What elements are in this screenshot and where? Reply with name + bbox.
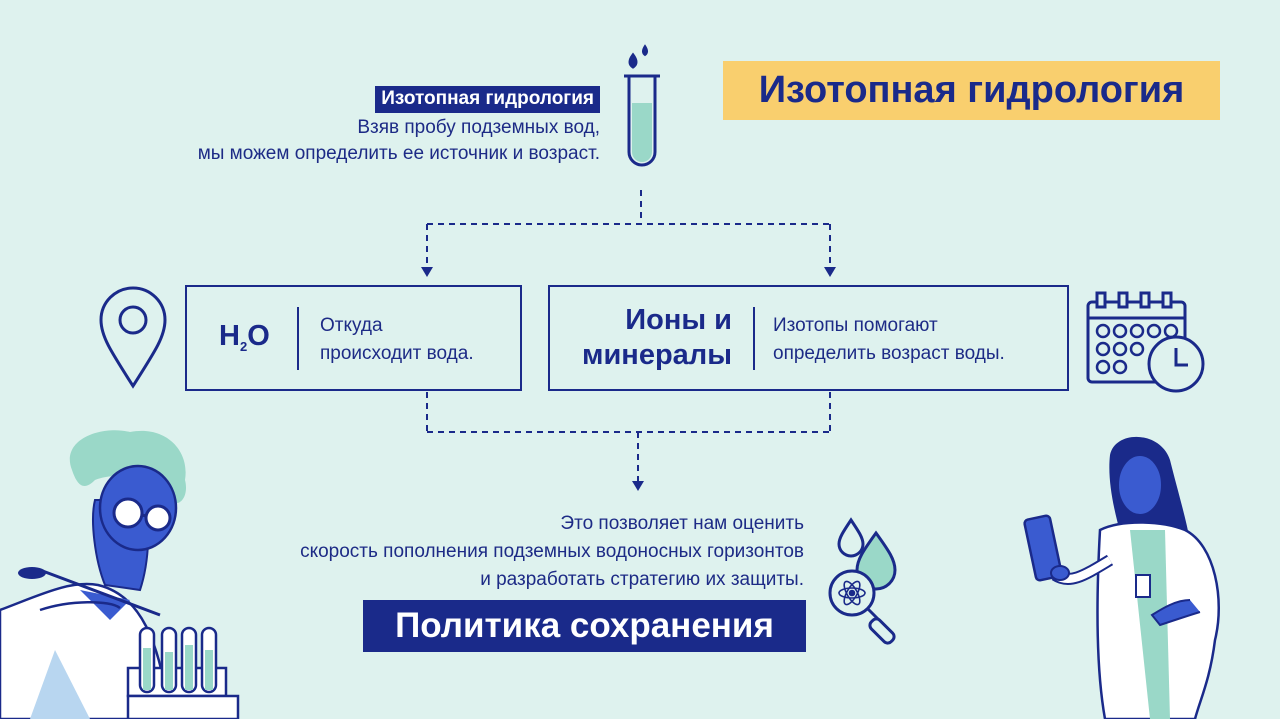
conclusion-line-3: и разработать стратегию их защиты. (480, 569, 804, 590)
water-source-line-2: происходит вода. (320, 343, 474, 364)
female-scientist-illustration (1023, 436, 1220, 719)
magnifier-atom-icon (828, 569, 896, 645)
intro-line-2: мы можем определить ее источник и возрас… (197, 143, 600, 164)
isotopes-line-2: определить возраст воды. (773, 343, 1005, 364)
calendar-clock-icon (1086, 291, 1205, 393)
intro-line-1: Взяв пробу подземных вод, (357, 117, 600, 138)
arrowheads (421, 267, 836, 491)
water-source-line-1: Откуда (320, 315, 383, 336)
page-title: Изотопная гидрология (723, 61, 1220, 120)
water-source-box (185, 285, 522, 391)
isotopes-line-1: Изотопы помогают (773, 315, 938, 336)
intro-label: Изотопная гидрология (375, 86, 600, 113)
isotopes-text: Изотопы помогают определить возраст воды… (773, 312, 1005, 368)
test-tube-icon (624, 44, 660, 167)
water-source-text: Откуда происходит вода. (320, 312, 474, 368)
conclusion-line-2: скорость пополнения подземных водоносных… (300, 541, 804, 562)
water-drops-icon (837, 517, 897, 591)
ions-minerals-heading: Ионы и минералы (582, 304, 732, 371)
conclusion-line-1: Это позволяет нам оценить (560, 513, 804, 534)
h2o-formula: H2O (219, 320, 270, 354)
male-scientist-illustration (0, 430, 240, 719)
conclusion-text: Это позволяет нам оценить скорость попол… (300, 510, 804, 594)
box-divider (753, 307, 755, 370)
intro-block: Изотопная гидрология Взяв пробу подземны… (198, 86, 600, 167)
ions-minerals-box (548, 285, 1069, 391)
box-divider (297, 307, 299, 370)
location-pin-icon (99, 286, 167, 389)
flow-connectors (426, 190, 831, 482)
policy-banner: Политика сохранения (363, 600, 806, 652)
